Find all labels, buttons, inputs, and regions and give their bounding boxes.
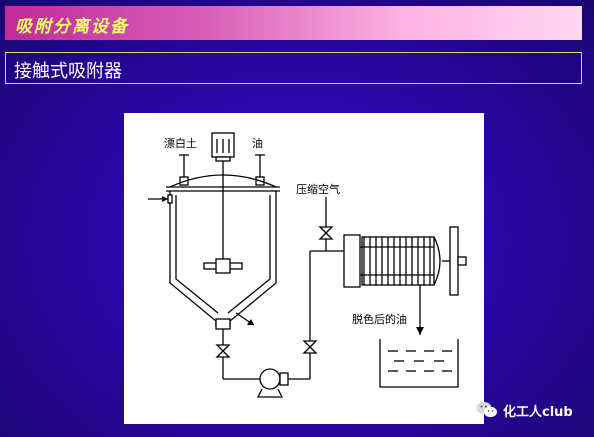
valve-bottom bbox=[215, 344, 231, 358]
valve-air bbox=[318, 226, 334, 240]
collection-tank bbox=[379, 339, 459, 388]
watermark: 化工人club bbox=[476, 399, 573, 421]
header-bar: 吸附分离设备 bbox=[5, 6, 582, 40]
label-compressed-air: 压缩空气 bbox=[296, 182, 340, 196]
section-title-box: 接触式吸附器 bbox=[5, 52, 582, 84]
watermark-text: 化工人club bbox=[503, 404, 573, 420]
label-decolorized-oil: 脱色后的油 bbox=[352, 312, 407, 326]
valve-middle bbox=[302, 340, 318, 354]
adsorber-diagram: 漂白土 油 压缩空气 脱色后的油 bbox=[148, 132, 467, 398]
label-clay: 漂白土 bbox=[164, 136, 197, 150]
section-title: 接触式吸附器 bbox=[14, 61, 122, 82]
filter-plates bbox=[363, 237, 431, 285]
pump bbox=[259, 368, 281, 390]
filter-press bbox=[343, 234, 361, 288]
diagram-panel: 漂白土 油 压缩空气 脱色后的油 bbox=[124, 113, 484, 424]
header-title: 吸附分离设备 bbox=[15, 17, 129, 37]
wechat-icon bbox=[476, 402, 497, 418]
label-oil: 油 bbox=[252, 136, 263, 150]
